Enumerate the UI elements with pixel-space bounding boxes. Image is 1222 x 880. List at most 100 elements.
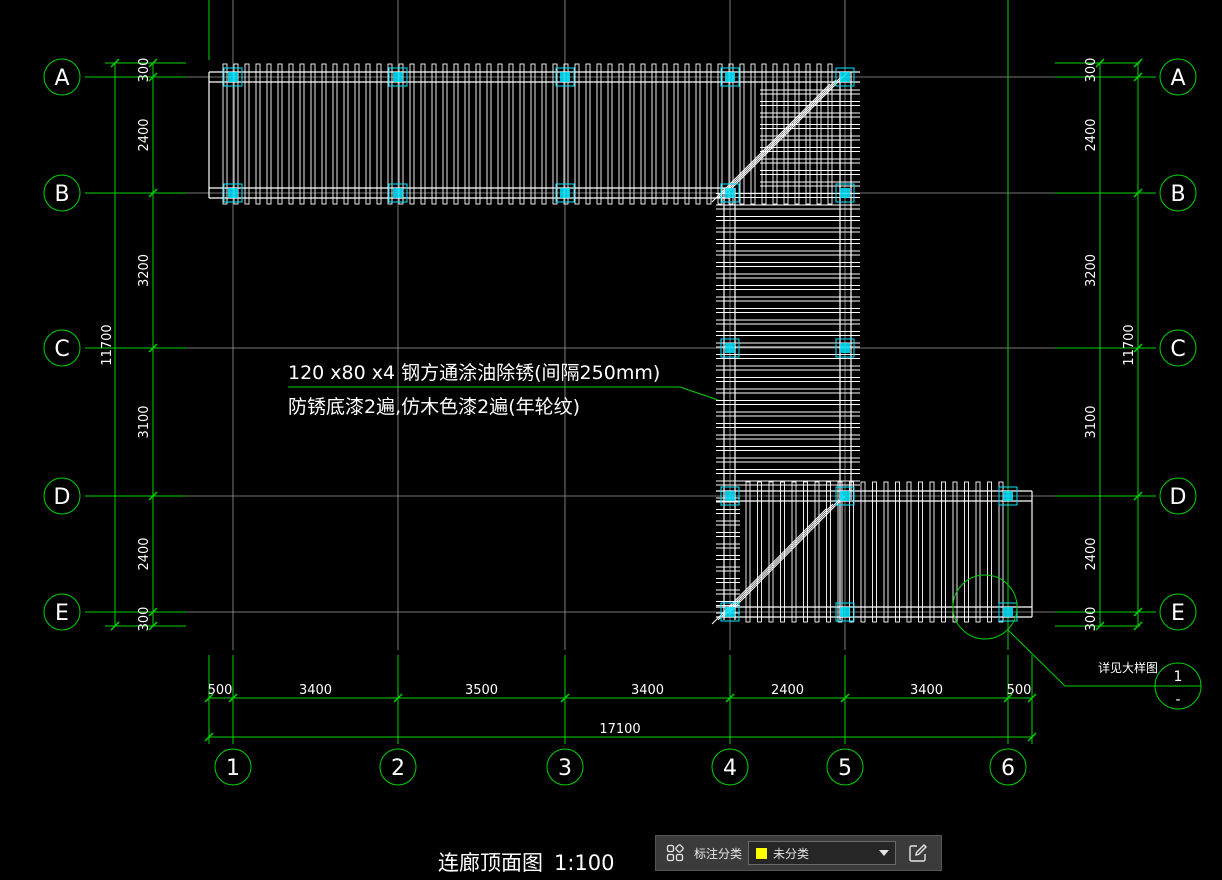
purlin <box>673 63 679 205</box>
corner-diagonal <box>729 495 846 613</box>
steel-column-core <box>393 72 403 82</box>
steel-column-core <box>725 491 735 501</box>
purlin <box>299 63 305 205</box>
purlin <box>761 63 767 205</box>
dim-tick <box>148 343 158 353</box>
vertical-total-label: 11700 <box>100 324 115 365</box>
columns <box>223 67 1018 622</box>
purlin <box>266 63 272 205</box>
column-axis-bubble <box>826 748 864 786</box>
steel-column-core <box>840 343 850 353</box>
dim-tick <box>1003 693 1013 703</box>
purlin <box>574 63 580 205</box>
purlin <box>321 63 327 205</box>
purlin <box>497 63 503 205</box>
steel-column-core <box>725 72 735 82</box>
purlin <box>895 481 900 623</box>
purlin <box>739 63 745 205</box>
steel-column <box>720 338 740 358</box>
annotation-category-select[interactable]: 未分类 <box>748 841 897 865</box>
horizontal-dim-label: 500 <box>1007 683 1032 698</box>
edit-icon[interactable] <box>906 841 930 865</box>
dim-tick <box>1133 343 1143 353</box>
steel-column-core <box>725 343 735 353</box>
vertical-dim-label: 2400 <box>1084 118 1099 151</box>
vertical-dim-label: 3100 <box>137 405 152 438</box>
row-axis-bubble <box>43 329 81 367</box>
detail-sheet: - <box>1175 692 1180 708</box>
purlin <box>827 63 833 205</box>
vertical-dim-label: 300 <box>137 58 152 83</box>
annotation-line-2: 防锈底漆2遍,仿木色漆2遍(年轮纹) <box>288 396 580 418</box>
dim-tick <box>1095 58 1105 68</box>
row-axis-label: A <box>54 66 69 91</box>
row-axis-bubble <box>43 477 81 515</box>
steel-column-core <box>725 188 735 198</box>
row-axis-bubble <box>1159 477 1197 515</box>
purlin <box>706 63 712 205</box>
purlin <box>354 63 360 205</box>
row-axis-label: D <box>54 485 71 510</box>
purlin <box>387 63 393 205</box>
steel-column-core <box>393 188 403 198</box>
steel-column <box>223 183 243 203</box>
dim-tick <box>1027 693 1037 703</box>
purlin <box>519 63 525 205</box>
purlin <box>541 63 547 205</box>
annotation-category-toolbar: 标注分类 未分类 <box>655 835 942 871</box>
purlin <box>607 63 613 205</box>
chevron-down-icon[interactable] <box>879 850 890 856</box>
row-axis-label: C <box>54 337 69 362</box>
dimension-lines <box>105 58 1143 744</box>
purlin <box>768 481 774 623</box>
vertical-dim-label: 3200 <box>1084 254 1099 287</box>
layout-grid-icon[interactable] <box>664 842 686 864</box>
horizontal-dim-label: 3400 <box>299 683 332 698</box>
vertical-dim-label: 2400 <box>137 118 152 151</box>
purlin <box>695 63 701 205</box>
row-axis-bubble <box>43 593 81 631</box>
dim-tick <box>1133 491 1143 501</box>
steel-column <box>835 67 855 87</box>
dim-tick <box>1133 188 1143 198</box>
purlin <box>310 63 316 205</box>
purlin <box>640 63 646 205</box>
purlin <box>255 63 261 205</box>
steel-column-core <box>560 188 570 198</box>
steel-column <box>835 486 855 506</box>
category-color-swatch <box>755 846 769 860</box>
purlin <box>464 63 470 205</box>
purlin <box>745 481 751 623</box>
steel-column <box>720 183 740 203</box>
purlin <box>530 63 536 205</box>
vertical-total-label: 11700 <box>1122 324 1137 365</box>
steel-column <box>555 183 575 203</box>
dim-tick <box>148 72 158 82</box>
purlin <box>975 481 981 623</box>
purlin <box>750 63 756 205</box>
purlin <box>442 63 448 205</box>
dim-tick <box>560 693 570 703</box>
purlin <box>332 63 338 205</box>
dim-tick <box>148 491 158 501</box>
corner-diagonal <box>723 499 840 617</box>
purlin <box>244 63 250 205</box>
purlin <box>998 481 1004 623</box>
drawing-scale: 1:100 <box>554 851 615 875</box>
steel-column-core <box>840 72 850 82</box>
row-axis-label: E <box>1171 601 1185 626</box>
steel-column-core <box>1003 607 1013 617</box>
purlin <box>791 481 797 623</box>
annotation-category-label: 标注分类 <box>694 846 743 861</box>
purlin <box>431 63 437 205</box>
row-axis-bubble <box>1159 174 1197 212</box>
purlin <box>816 63 822 205</box>
purlin <box>343 63 349 205</box>
purlin <box>651 63 657 205</box>
vertical-dim-label: 3200 <box>137 254 152 287</box>
steel-column <box>555 67 575 87</box>
steel-column <box>835 183 855 203</box>
steel-column-core <box>228 188 238 198</box>
dim-tick <box>840 693 850 703</box>
